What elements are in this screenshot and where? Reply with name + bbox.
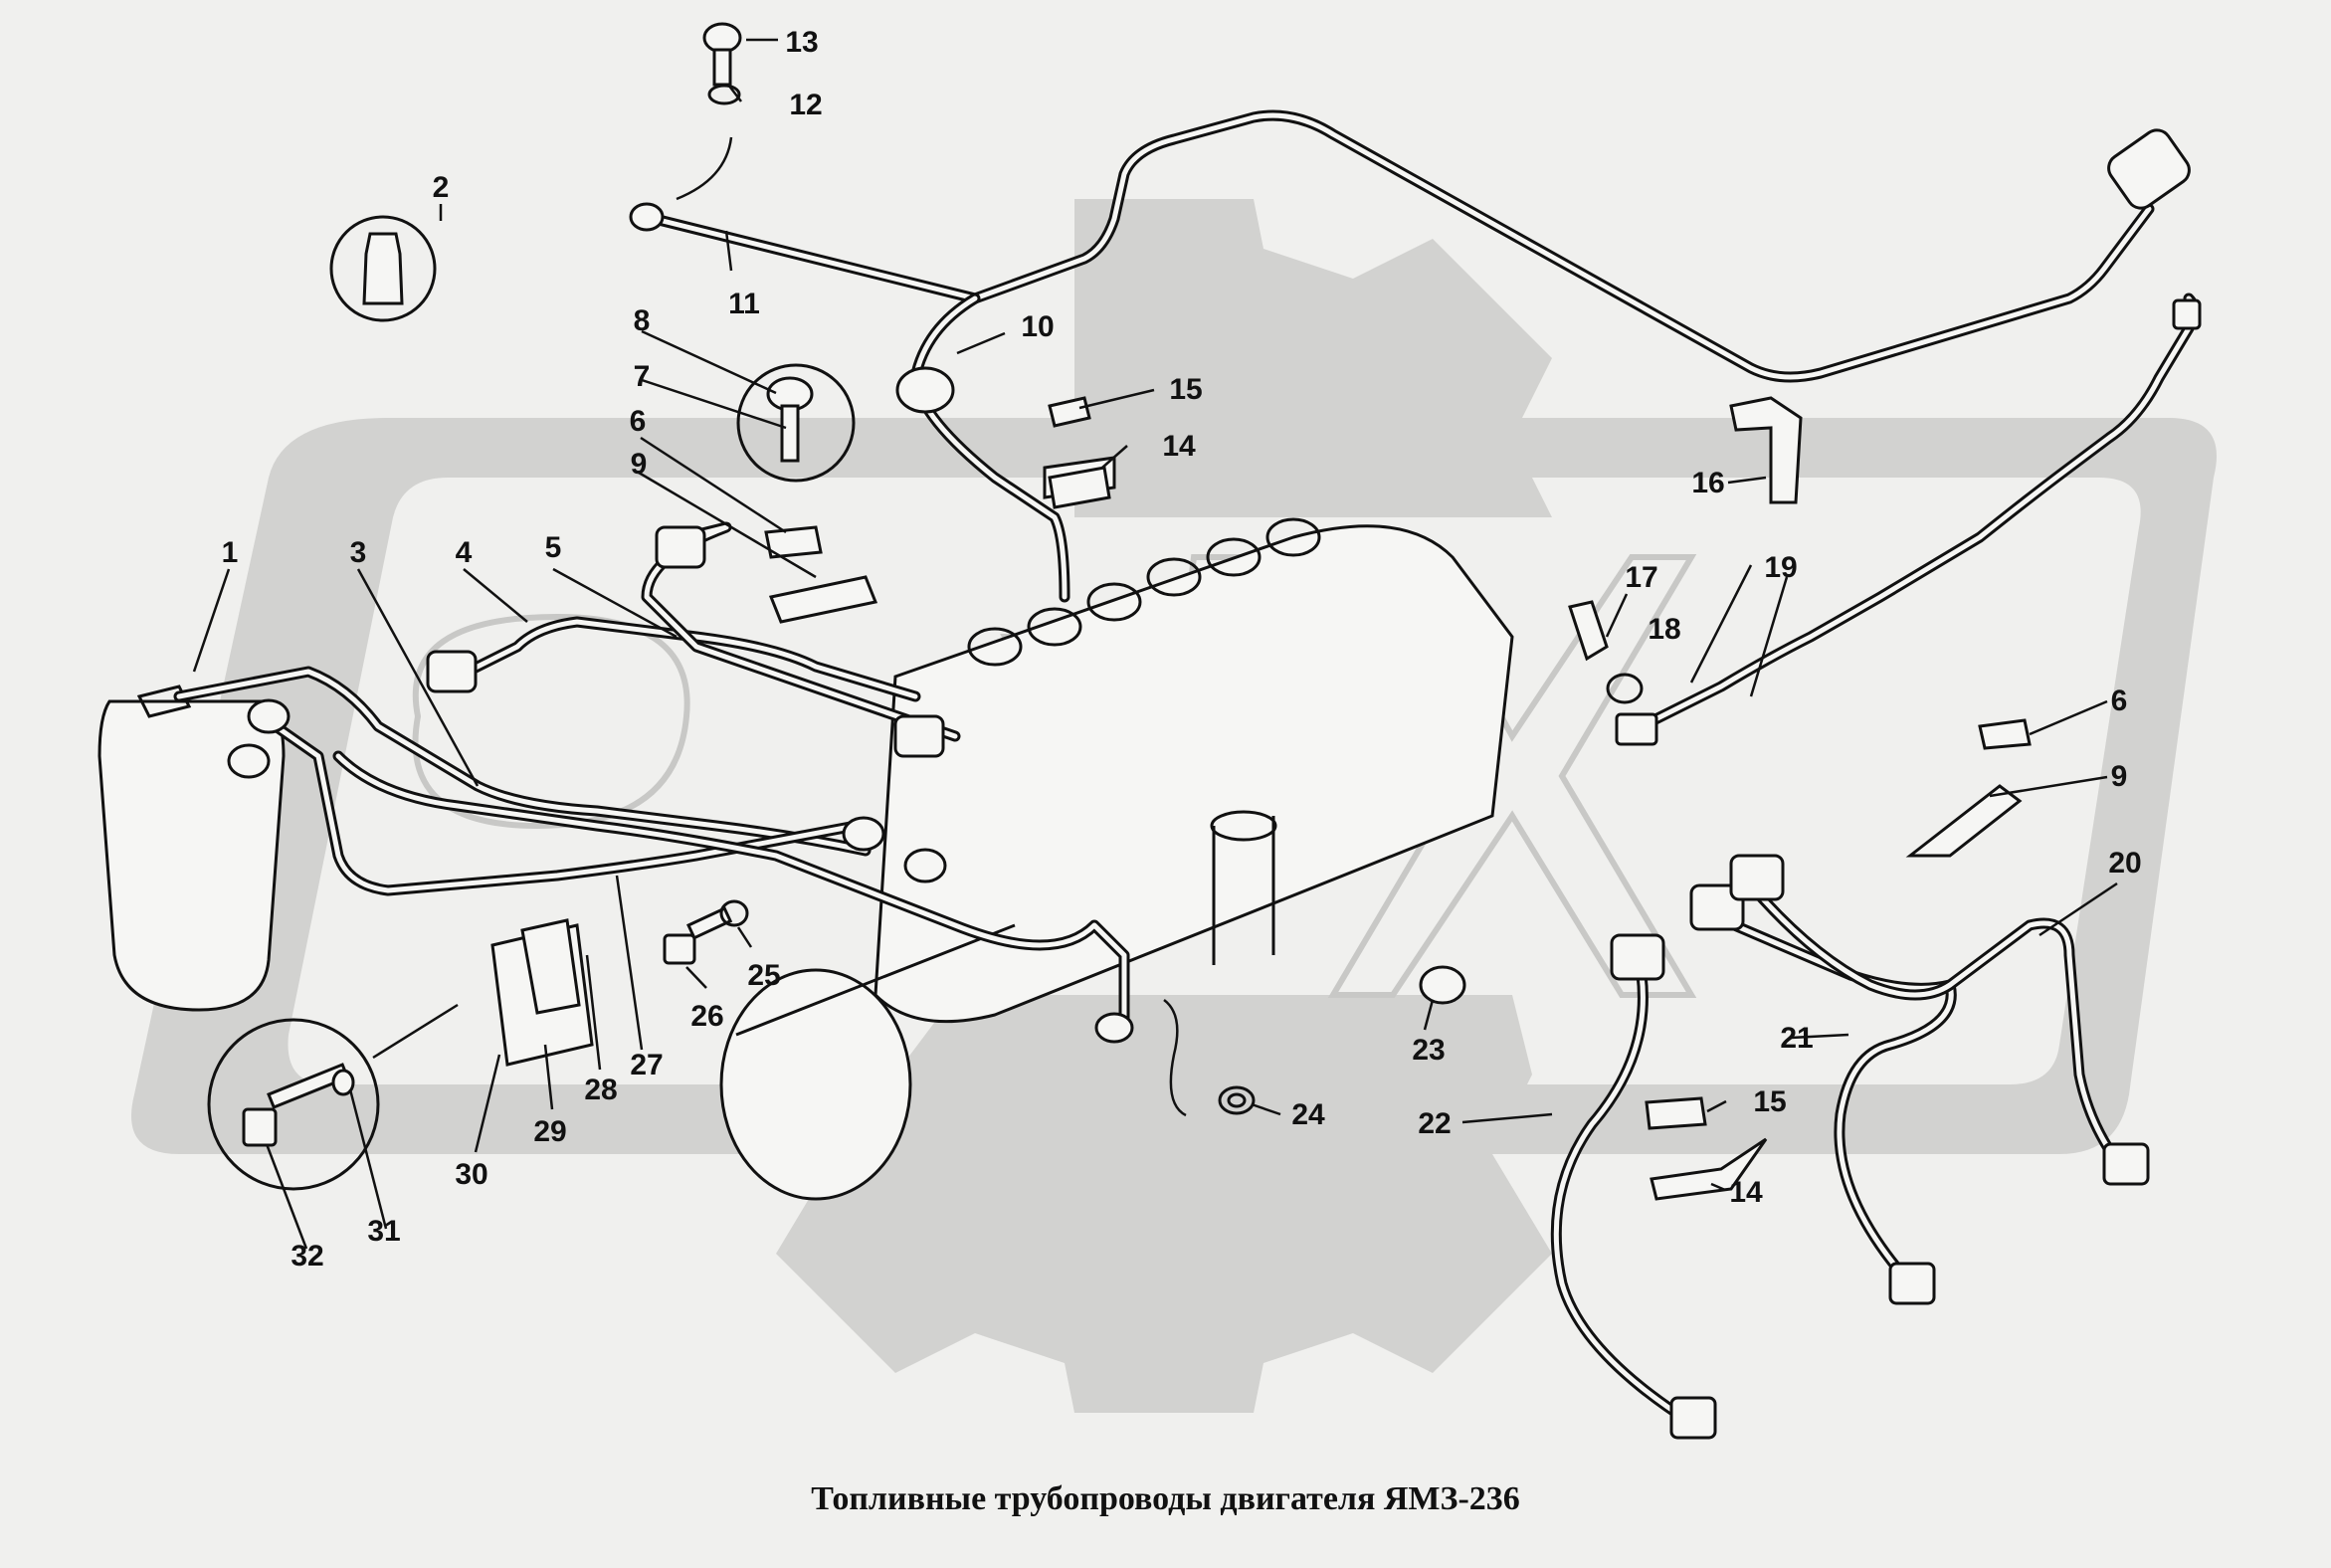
tube-10 [909, 293, 1070, 603]
callout-6b: 6 [2111, 685, 2128, 717]
callout-8: 8 [634, 304, 651, 337]
small-parts [207, 22, 2032, 1201]
callout-19: 19 [1764, 551, 1797, 584]
callout-3: 3 [350, 536, 367, 569]
diagram-caption: Топливные трубопроводы двигателя ЯМЗ-236 [811, 1480, 1520, 1517]
injection-pump [719, 517, 1514, 1201]
callouts: 1 2 3 4 5 6 6 7 8 9 9 10 11 12 13 14 14 … [222, 26, 2142, 1273]
callout-6a: 6 [630, 405, 647, 438]
callout-25: 25 [747, 959, 780, 992]
callout-22: 22 [1418, 1107, 1451, 1140]
callout-16: 16 [1691, 467, 1724, 499]
callout-18: 18 [1648, 613, 1680, 646]
callout-15a: 15 [1169, 373, 1202, 406]
callout-17: 17 [1625, 561, 1657, 594]
callout-26: 26 [690, 1000, 723, 1033]
callout-29: 29 [533, 1115, 566, 1148]
callout-24: 24 [1291, 1098, 1325, 1131]
tube-19 [1636, 293, 2200, 732]
callout-15b: 15 [1753, 1085, 1786, 1118]
tube-21 [1705, 909, 1957, 1289]
callout-11: 11 [728, 288, 760, 320]
callout-9a: 9 [631, 448, 648, 481]
callout-14b: 14 [1729, 1176, 1763, 1209]
callout-4: 4 [456, 536, 473, 569]
callout-28: 28 [584, 1074, 617, 1106]
callout-32: 32 [291, 1240, 323, 1273]
tube-22 [1550, 969, 1697, 1429]
callout-14a: 14 [1162, 430, 1196, 463]
callout-20: 20 [2108, 847, 2141, 880]
callout-23: 23 [1412, 1034, 1445, 1067]
callout-1: 1 [222, 536, 239, 569]
leader-lines [192, 38, 2118, 1250]
fuel-filter [97, 685, 286, 1012]
callout-12: 12 [789, 89, 822, 121]
callout-9b: 9 [2111, 760, 2128, 793]
fittings [227, 128, 2202, 1440]
tube-11 [641, 109, 2155, 383]
callout-5: 5 [545, 531, 562, 564]
detail-circle-32-31 [207, 1018, 380, 1191]
callout-7: 7 [634, 360, 651, 393]
watermark-logo [131, 199, 2217, 1413]
callout-27: 27 [630, 1049, 663, 1081]
tube-27 [332, 750, 1130, 1031]
callout-10: 10 [1021, 310, 1054, 343]
callout-13: 13 [785, 26, 818, 59]
callout-30: 30 [455, 1158, 487, 1191]
detail-circle-8-7 [736, 363, 856, 483]
callout-31: 31 [367, 1215, 400, 1248]
callout-21: 21 [1780, 1022, 1813, 1055]
callout-2: 2 [433, 171, 450, 204]
tube-20 [1745, 880, 2125, 1170]
detail-circle-2 [329, 215, 437, 322]
